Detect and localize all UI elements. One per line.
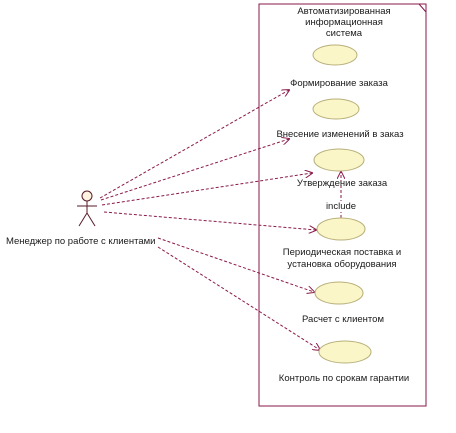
association-uc6: [157, 246, 320, 350]
use-case-label-uc4-line-1: Периодическая поставка и: [282, 247, 402, 258]
use-case-ellipses: [312, 44, 372, 364]
actor-label: Менеджер по работе с клиентами: [6, 236, 156, 247]
use-case-ellipse-uc3: [313, 148, 365, 172]
use-case-label-uc6: Контроль по срокам гарантии: [278, 373, 410, 384]
association-uc5: [157, 237, 314, 292]
use-case-label-uc5: Расчет с клиентом: [302, 314, 384, 325]
include-label: include: [323, 201, 359, 212]
use-case-label-uc3: Утверждение заказа: [296, 178, 388, 189]
use-case-label-uc4-line-2: установка оборудования: [287, 259, 397, 270]
association-uc2: [100, 139, 289, 201]
associations: [99, 90, 320, 350]
system-title-line-2: информационная: [305, 17, 383, 28]
system-title-line-1: Автоматизированная: [297, 6, 391, 17]
use-case-ellipse-uc1: [312, 44, 358, 66]
association-uc4: [103, 211, 316, 230]
actor-figure: [77, 190, 97, 227]
use-case-ellipse-uc5: [314, 281, 364, 305]
use-case-ellipse-uc4: [316, 217, 366, 241]
association-uc3: [101, 173, 312, 206]
use-case-label-uc1: Формирование заказа: [290, 78, 388, 89]
system-boundary: [258, 3, 427, 407]
use-case-ellipse-uc6: [318, 340, 372, 364]
use-case-ellipse-uc2: [312, 98, 360, 120]
system-title-line-3: система: [325, 28, 363, 39]
use-case-label-uc2: Внесение изменений в заказ: [276, 129, 404, 140]
boundary-corner: [418, 3, 427, 13]
association-uc1: [99, 90, 289, 199]
